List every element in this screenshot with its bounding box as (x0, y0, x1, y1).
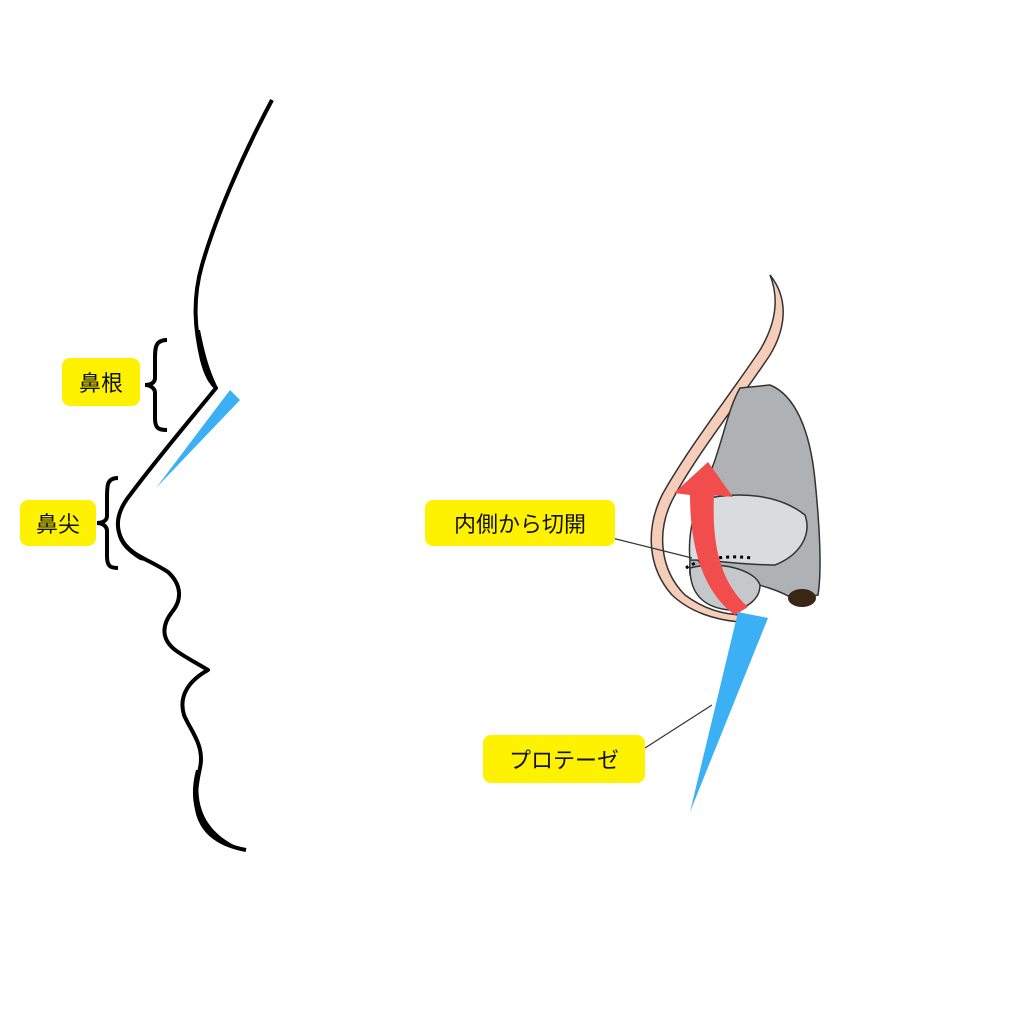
lateral-crus (688, 494, 808, 566)
label-nasal-tip: 鼻尖 (20, 500, 96, 546)
prosthesis-implant (690, 612, 768, 812)
prosthesis-leader-line (644, 704, 713, 749)
label-prosthesis: プロテーゼ (483, 735, 645, 783)
brace-nasal-tip (96, 476, 119, 570)
label-incision: 内側から切開 (425, 500, 615, 546)
insertion-arrow (674, 462, 748, 615)
label-nasal-root: 鼻根 (62, 358, 140, 406)
face-profile-outline (115, 99, 274, 852)
brace-nasal-root (144, 338, 168, 432)
incision-leader-line (611, 537, 693, 559)
implant-wedge-left (156, 390, 240, 488)
nostril (788, 589, 816, 607)
